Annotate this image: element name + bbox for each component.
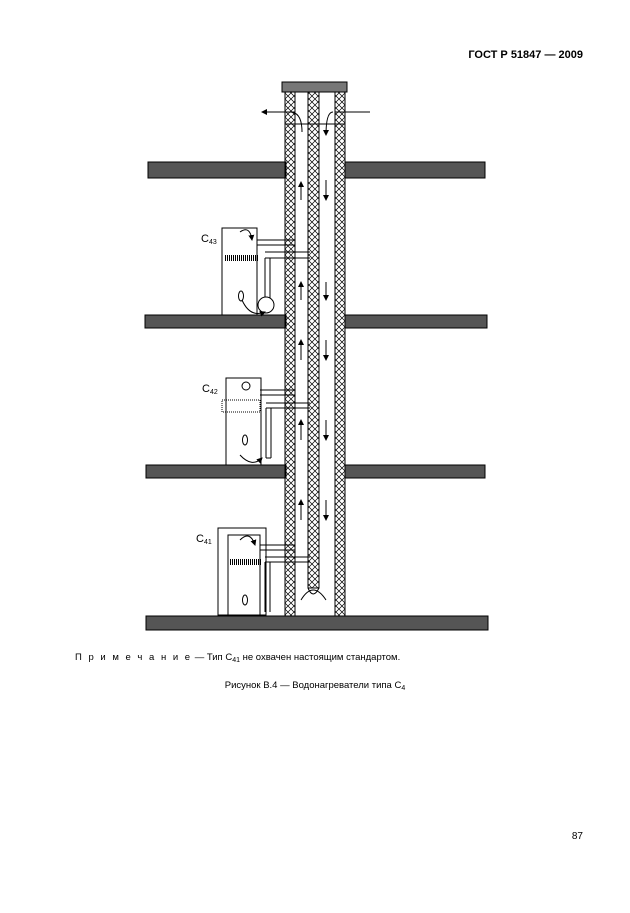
- top-flow-arrows: [261, 109, 370, 601]
- figure-caption: Рисунок В.4 — Водонагреватели типа С4: [0, 680, 630, 692]
- note-prefix: П р и м е ч а н и е: [75, 652, 193, 663]
- note-text-after: не охвачен настоящим стандартом.: [239, 652, 401, 663]
- page-number: 87: [571, 831, 583, 842]
- chimney-walls: [284, 91, 346, 617]
- label-c41: C41: [196, 533, 212, 546]
- note-sub: 41: [232, 657, 240, 664]
- water-heater-diagram: [144, 81, 489, 631]
- chimney-cap: [281, 81, 348, 93]
- figure-note: П р и м е ч а н и е — Тип С41 не охвачен…: [75, 652, 400, 664]
- note-text-before: — Тип С: [192, 652, 233, 663]
- heater-c42: [221, 377, 310, 466]
- heater-c41: [217, 527, 310, 616]
- heater-c43: [221, 227, 310, 317]
- caption-text: Рисунок В.4 — Водонагреватели типа С: [224, 680, 402, 691]
- label-c43: C43: [201, 233, 217, 246]
- standard-header: ГОСТ Р 51847 — 2009: [468, 49, 583, 61]
- label-c42: C42: [202, 383, 218, 396]
- caption-sub: 4: [401, 685, 406, 692]
